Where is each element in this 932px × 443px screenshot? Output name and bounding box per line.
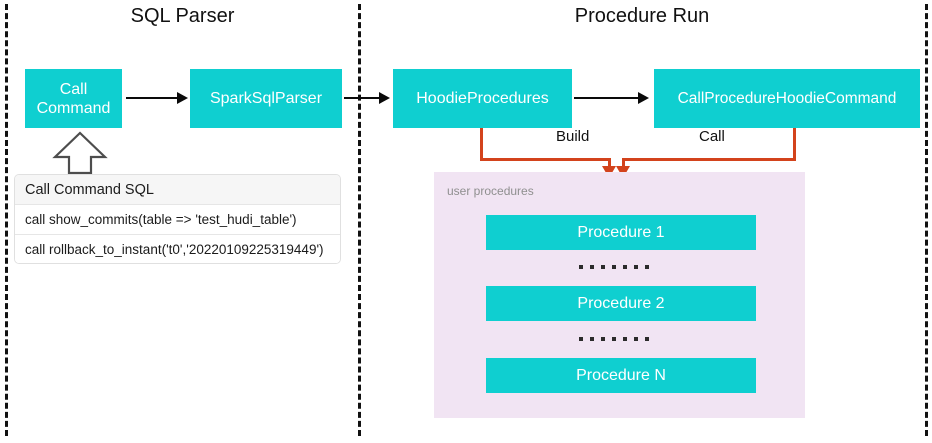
divider-left: [5, 4, 8, 436]
call-command-sql-row-1[interactable]: call show_commits(table => 'test_hudi_ta…: [15, 205, 340, 235]
procedures-ellipsis-2: [579, 337, 649, 341]
procedure-item-2[interactable]: Procedure 2: [486, 286, 756, 321]
arrow-spark-sql-parser-to-hoodie-procedures-line: [344, 97, 381, 99]
arrow-hoodie-procedures-to-call-procedure-head: [638, 92, 649, 104]
arrow-spark-sql-parser-to-hoodie-procedures-head: [379, 92, 390, 104]
procedures-ellipsis-1: [579, 265, 649, 269]
block-arrow-up-icon: [52, 131, 108, 180]
node-spark-sql-parser[interactable]: SparkSqlParser: [190, 69, 342, 128]
arrow-hoodie-procedures-to-call-procedure-line: [574, 97, 640, 99]
arrow-call-command-to-spark-sql-parser-line: [126, 97, 179, 99]
arrow-call-command-to-spark-sql-parser-head: [177, 92, 188, 104]
procedure-item-n[interactable]: Procedure N: [486, 358, 756, 393]
connector-build-horizontal: [480, 158, 610, 161]
call-command-sql-card: Call Command SQL call show_commits(table…: [14, 174, 341, 264]
procedure-item-1[interactable]: Procedure 1: [486, 215, 756, 250]
section-title-sql-parser: SQL Parser: [130, 5, 235, 27]
connector-label-build: Build: [551, 128, 595, 145]
connector-call-horizontal: [622, 158, 796, 161]
connector-call-vertical-down: [622, 158, 625, 170]
connector-build-vertical-left: [480, 128, 483, 160]
user-procedures-panel-label: user procedures: [447, 184, 534, 198]
connector-call-vertical-right: [793, 128, 796, 160]
divider-right: [925, 4, 928, 436]
connector-build-vertical-down: [608, 158, 611, 170]
call-command-sql-card-header: Call Command SQL: [15, 175, 340, 205]
call-command-sql-row-2[interactable]: call rollback_to_instant('t0','202201092…: [15, 235, 340, 263]
connector-label-call: Call: [694, 128, 730, 145]
node-call-command[interactable]: Call Command: [25, 69, 122, 128]
section-title-procedure-run: Procedure Run: [574, 5, 710, 27]
node-hoodie-procedures[interactable]: HoodieProcedures: [393, 69, 572, 128]
node-call-procedure-hoodie-command[interactable]: CallProcedureHoodieCommand: [654, 69, 920, 128]
divider-middle: [358, 4, 361, 436]
